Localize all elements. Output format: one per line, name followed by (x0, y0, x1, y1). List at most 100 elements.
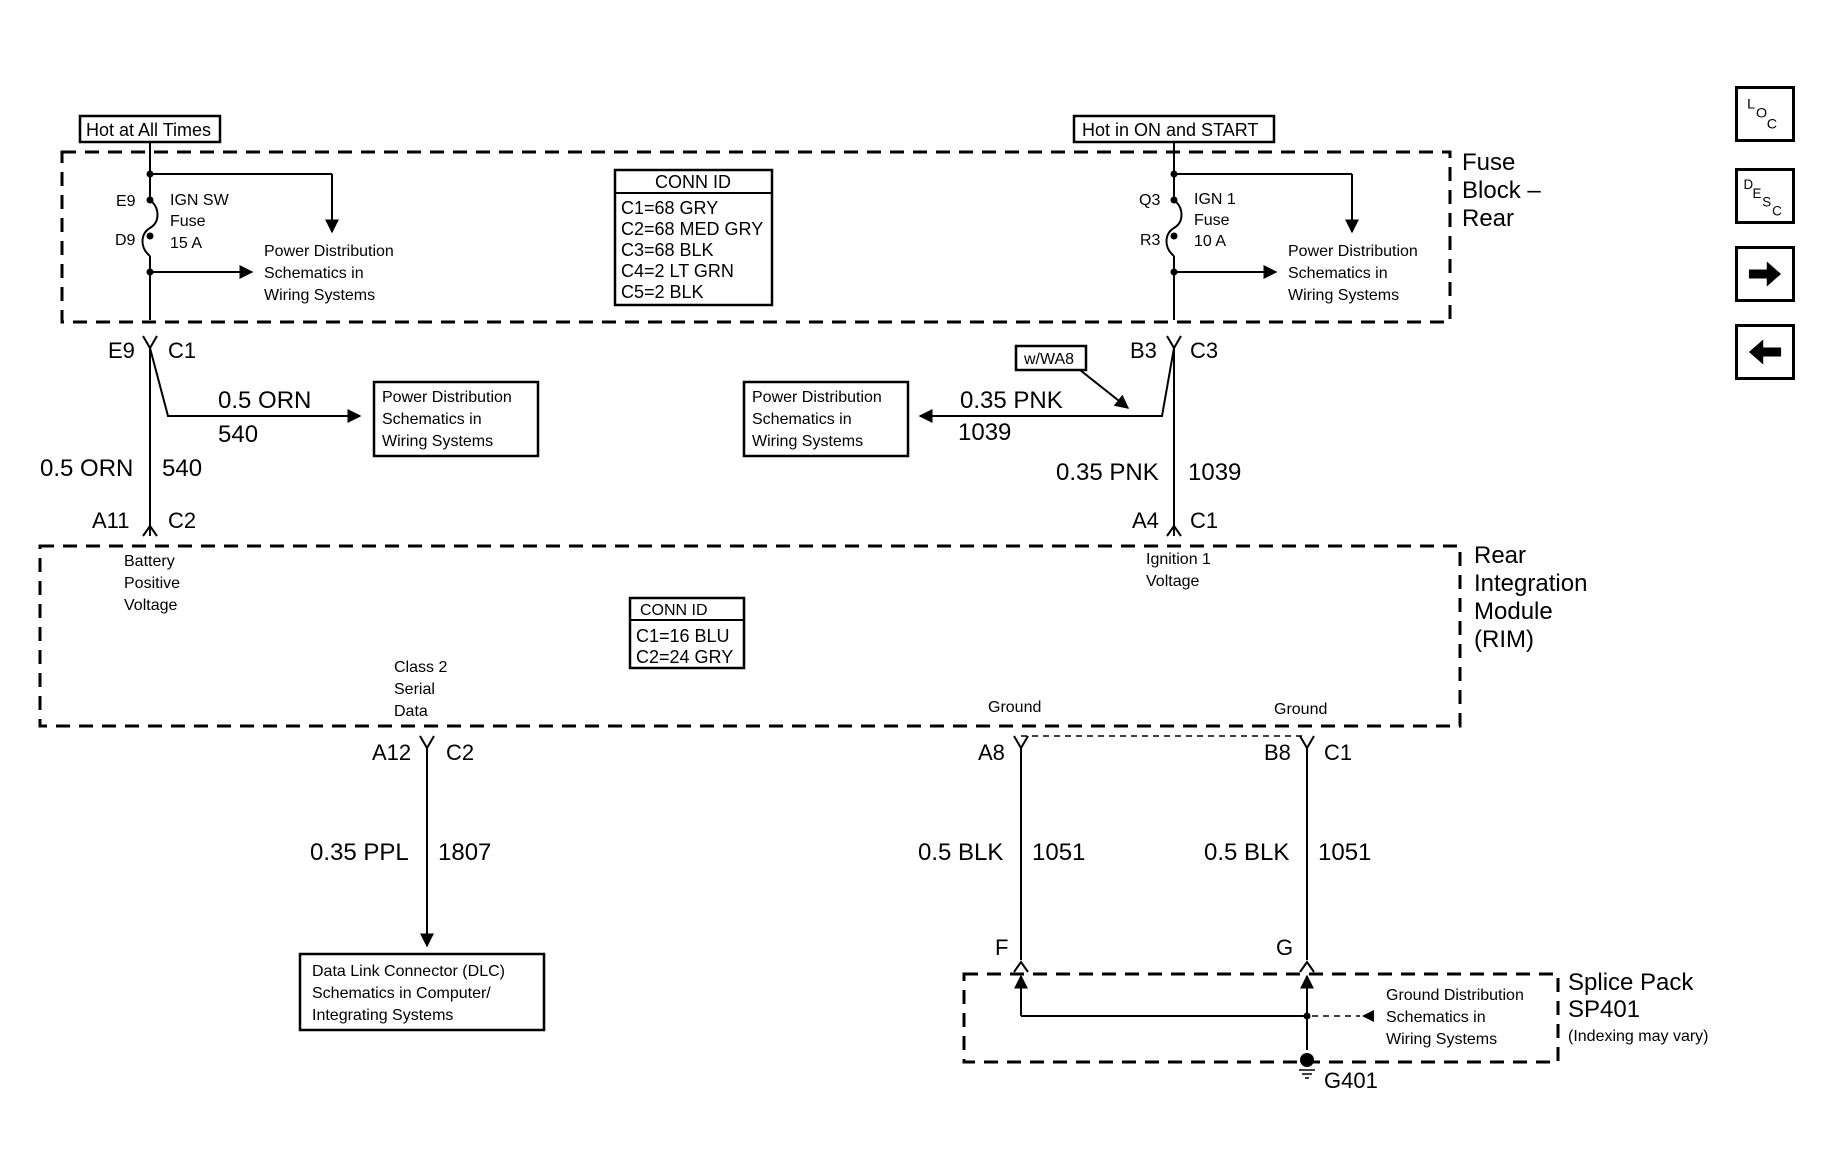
conn-id-row: C2=68 MED GRY (621, 219, 763, 239)
conn-id-title: CONN ID (655, 172, 731, 192)
desc-letter: C (1772, 204, 1782, 219)
option-tag-box (1014, 344, 1088, 372)
connector-pin: F (995, 935, 1008, 960)
rim-pin-label: Voltage (1146, 573, 1199, 590)
wire-circuit: 1051 (1032, 839, 1085, 866)
loc-button[interactable]: L O C (1735, 86, 1795, 142)
ground-distribution-ref: Ground Distribution (1386, 987, 1524, 1004)
ppl-1807-wire: A12 C2 0.35 PPL 1807 (310, 735, 491, 948)
wire-color: 0.5 ORN (40, 455, 133, 482)
rim-pin-label: Voltage (124, 597, 177, 614)
ground-wires: A8 B8 C1 0.5 BLK 1051 0.5 BLK 1051 F G (918, 735, 1371, 973)
fuse-top-pin: E9 (116, 193, 136, 210)
rim-name-line: (RIM) (1474, 626, 1534, 653)
splice-pack-sp401: Splice Pack SP401 (Indexing may vary) Gr… (962, 969, 1709, 1093)
connector-id: C1 (168, 338, 196, 363)
splice-note: (Indexing may vary) (1568, 1028, 1709, 1045)
power-distribution-ref: Power Distribution (382, 389, 512, 406)
wire-circuit: 540 (162, 455, 202, 482)
connector-pin: B3 (1130, 338, 1157, 363)
wire-color: 0.35 PPL (310, 839, 409, 866)
wire-circuit: 1807 (438, 839, 491, 866)
connector-pin: A4 (1132, 508, 1159, 533)
rim-name-line: Rear (1474, 542, 1526, 569)
connector-pin: A11 (92, 508, 130, 533)
rim-pin-label: Battery (124, 553, 175, 570)
fuse-block-outline (60, 150, 1452, 324)
power-distribution-ref: Schematics in (382, 411, 482, 428)
rim-pin-label: Class 2 (394, 659, 447, 676)
connector-symbol (419, 735, 435, 750)
desc-letter: E (1753, 186, 1762, 201)
rim-name-line: Module (1474, 598, 1553, 625)
fuse-label-line: 10 A (1194, 233, 1226, 250)
power-distribution-box (372, 380, 540, 458)
power-distribution-ref: Power Distribution (1288, 243, 1418, 260)
power-distribution-ref: Wiring Systems (382, 433, 493, 450)
fuse-icon (1165, 199, 1183, 257)
loc-letter: L (1747, 97, 1755, 113)
conn-id-row: C1=16 BLU (636, 626, 730, 646)
ground-distribution-ref: Wiring Systems (1386, 1031, 1497, 1048)
connector-symbol (142, 335, 158, 350)
wire-circuit: 1051 (1318, 839, 1371, 866)
forward-button[interactable] (1735, 246, 1795, 302)
fuse-block-name-line: Rear (1462, 205, 1514, 232)
rim-outline (38, 544, 1462, 728)
wire-color: 0.5 BLK (1204, 839, 1289, 866)
fuse-label-line: Fuse (170, 213, 206, 230)
wire-circuit: 1039 (958, 419, 1011, 446)
wire-circuit: 1039 (1188, 459, 1241, 486)
power-distribution-ref: Schematics in (752, 411, 852, 428)
rim-pin-label: Ground (1274, 701, 1327, 718)
splice-name-line: SP401 (1568, 996, 1640, 1023)
rim-pin-label: Positive (124, 575, 180, 592)
fuse-icon (141, 199, 159, 257)
fuse-label-line: 15 A (170, 235, 202, 252)
fuse-block-conn-id: CONN ID C1=68 GRY C2=68 MED GRY C3=68 BL… (613, 168, 774, 307)
connector-id: C2 (446, 740, 474, 765)
connector-symbol (1013, 960, 1029, 973)
wire-color: 0.35 PNK (1056, 459, 1159, 486)
conn-id-row: C5=2 BLK (621, 282, 704, 302)
pnk-1039-wire: B3 C3 0.35 PNK 1039 0.35 PNK 1039 A4 C1 (918, 335, 1241, 537)
ign-sw-fuse-circuit: E9 D9 IGN SW Fuse 15 A Power Distributio… (115, 142, 394, 320)
rim-pin-label: Data (394, 703, 428, 720)
power-distribution-ref: Wiring Systems (752, 433, 863, 450)
power-distribution-ref: Wiring Systems (1288, 287, 1399, 304)
fuse-block-rear: Fuse Block – Rear (60, 149, 1541, 324)
fuse-label-line: Fuse (1194, 212, 1230, 229)
back-button[interactable] (1735, 324, 1795, 380)
connector-id: C3 (1190, 338, 1218, 363)
ground-id: G401 (1324, 1068, 1378, 1093)
splice-name-line: Splice Pack (1568, 969, 1694, 996)
rim-pin-label: Ground (988, 699, 1041, 716)
connector-pin: A8 (978, 740, 1005, 765)
connector-pin: B8 (1264, 740, 1291, 765)
connector-symbol (1013, 735, 1029, 750)
rim-pin-label: Serial (394, 681, 435, 698)
power-distribution-box (742, 380, 910, 458)
fuse-bottom-pin: R3 (1140, 232, 1161, 249)
connector-symbol (1166, 335, 1182, 350)
loc-letter: C (1767, 116, 1777, 132)
wire-color: 0.5 BLK (918, 839, 1003, 866)
connector-symbol (1299, 960, 1315, 973)
loc-letter: O (1756, 106, 1767, 122)
connector-id: C1 (1324, 740, 1352, 765)
power-distribution-ref: Wiring Systems (264, 287, 375, 304)
desc-button[interactable]: D E S C (1735, 168, 1795, 224)
fuse-label-line: IGN SW (170, 192, 230, 209)
dlc-ref: Data Link Connector (DLC) (312, 963, 505, 980)
rear-integration-module: Rear Integration Module (RIM) Battery Po… (38, 542, 1587, 728)
ign-1-fuse-circuit: Q3 R3 IGN 1 Fuse 10 A Power Distribution… (1139, 142, 1418, 320)
dlc-ref: Integrating Systems (312, 1007, 453, 1024)
connector-id: C1 (1190, 508, 1218, 533)
connector-id: C2 (168, 508, 196, 533)
ground-distribution-ref: Schematics in (1386, 1009, 1486, 1026)
dlc-ref: Schematics in Computer/ (312, 985, 491, 1002)
connector-pin: G (1276, 935, 1293, 960)
wire-color: 0.5 ORN (218, 387, 311, 414)
dlc-box (298, 952, 546, 1032)
